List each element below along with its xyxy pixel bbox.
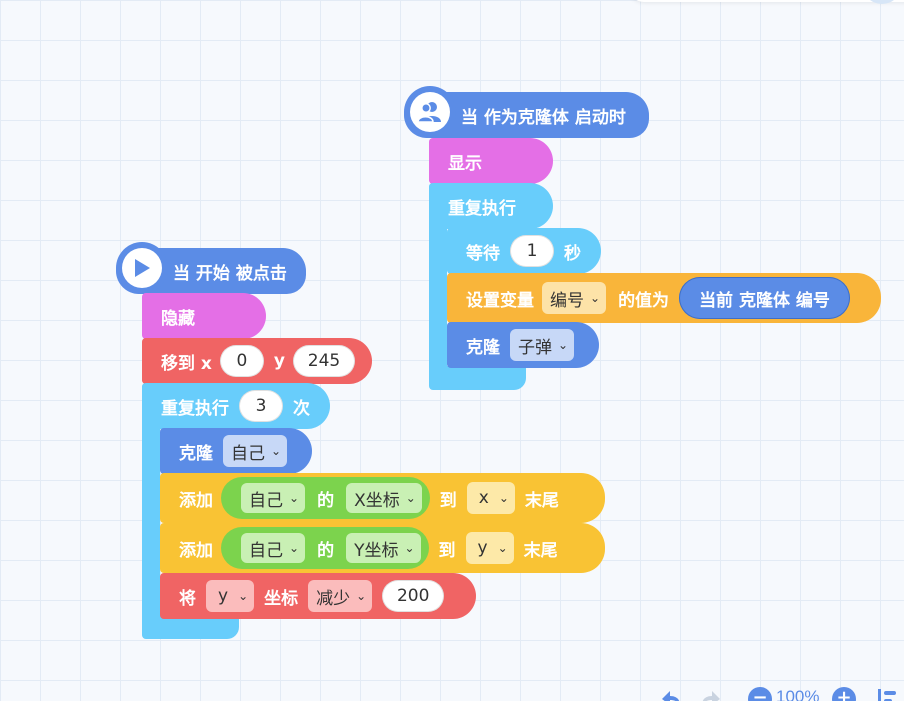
sensing-attr-dropdown[interactable]: X坐标 ⌄ [346, 483, 422, 513]
end-label: 末尾 [524, 490, 559, 511]
set-variable-block[interactable]: 设置变量 编号 ⌄ 的值为 当前 克隆体 编号 [447, 273, 881, 323]
change-coord-block[interactable]: 将 y ⌄ 坐标 减少 ⌄ 200 [160, 573, 476, 619]
add-label: 添加 [179, 490, 213, 511]
zoom-out-icon[interactable]: − [748, 687, 772, 701]
chevron-down-icon: ⌄ [289, 491, 300, 505]
list-dropdown[interactable]: y ⌄ [465, 532, 514, 564]
goto-label: 移到 x [161, 353, 212, 374]
forever-block-header[interactable]: 重复执行 [429, 183, 553, 229]
wait-label: 等待 [466, 243, 500, 264]
axis-dropdown-value: y [218, 586, 229, 606]
wait-block[interactable]: 等待 1 秒 [447, 228, 601, 274]
sensing-object-value: 自己 [249, 490, 283, 511]
chevron-down-icon: ⌄ [558, 338, 569, 352]
sensing-attr-dropdown[interactable]: Y坐标 ⌄ [346, 533, 421, 563]
goto-y-label: y [273, 351, 285, 371]
zoom-in-icon[interactable]: + [832, 687, 856, 701]
chevron-down-icon: ⌄ [356, 589, 367, 603]
chevron-down-icon: ⌄ [238, 589, 249, 603]
op-dropdown[interactable]: 减少 ⌄ [308, 580, 373, 612]
hat-text: 当 作为克隆体 启动时 [461, 107, 626, 128]
chevron-down-icon: ⌄ [590, 291, 601, 305]
sensing-reporter-x[interactable]: 自己 ⌄ 的 X坐标 ⌄ [221, 477, 430, 519]
chevron-down-icon: ⌄ [498, 491, 509, 505]
clone-label: 克隆 [466, 337, 500, 358]
end-label: 末尾 [523, 540, 558, 561]
variable-dropdown-value: 编号 [550, 290, 584, 311]
clone-self-block[interactable]: 克隆 自己 ⌄ [160, 428, 312, 474]
sensing-object-value: 自己 [249, 540, 283, 561]
add-to-list-x-block[interactable]: 添加 自己 ⌄ 的 X坐标 ⌄ 到 x ⌄ 末尾 [160, 473, 605, 523]
sensing-attr-value: Y坐标 [354, 540, 399, 561]
repeat-label: 重复执行 [161, 398, 229, 419]
clone-index-reporter[interactable]: 当前 克隆体 编号 [679, 277, 850, 319]
axis-dropdown[interactable]: y ⌄ [206, 580, 255, 612]
show-label: 显示 [448, 153, 482, 174]
op-dropdown-value: 减少 [316, 588, 351, 609]
goto-x-input[interactable]: 0 [219, 345, 264, 377]
repeat-count-input[interactable]: 3 [239, 390, 283, 422]
clone-target-dropdown[interactable]: 子弹 ⌄ [510, 329, 575, 361]
goto-y-input[interactable]: 245 [292, 345, 355, 377]
list-dropdown-value: x [478, 488, 489, 508]
to-label: 到 [439, 490, 457, 511]
chevron-down-icon: ⌄ [405, 491, 416, 505]
redo-icon[interactable] [698, 685, 724, 701]
green-flag-play-icon [116, 242, 168, 294]
variable-dropdown[interactable]: 编号 ⌄ [542, 282, 607, 314]
clone-label: 克隆 [179, 443, 213, 464]
to-label: 到 [438, 540, 456, 561]
chevron-down-icon: ⌄ [271, 444, 282, 458]
wait-unit: 秒 [564, 243, 581, 264]
clone-self-value: 自己 [231, 443, 265, 464]
clone-bullet-block[interactable]: 克隆 子弹 ⌄ [447, 322, 599, 368]
goto-xy-block[interactable]: 移到 x 0 y 245 [142, 338, 372, 384]
add-label: 添加 [179, 540, 213, 561]
canvas-toolbar: − 100% + [650, 683, 904, 701]
wait-seconds-input[interactable]: 1 [510, 235, 554, 267]
sensing-of-label: 的 [317, 490, 335, 511]
sensing-reporter-y[interactable]: 自己 ⌄ 的 Y坐标 ⌄ [221, 527, 429, 569]
show-block[interactable]: 显示 [429, 138, 553, 184]
add-to-list-y-block[interactable]: 添加 自己 ⌄ 的 Y坐标 ⌄ 到 y ⌄ 末尾 [160, 523, 605, 573]
top-right-circle-button[interactable] [862, 0, 902, 4]
sensing-of-label: 的 [317, 540, 335, 561]
change-label: 将 [179, 588, 196, 609]
zoom-level: 100% [776, 687, 820, 701]
top-right-panel-edge [628, 0, 904, 2]
setvar-label: 设置变量 [466, 290, 534, 311]
list-dropdown-value: y [477, 538, 488, 558]
clone-self-dropdown[interactable]: 自己 ⌄ [223, 435, 288, 467]
chevron-down-icon: ⌄ [497, 541, 508, 555]
hide-block[interactable]: 隐藏 [142, 293, 266, 339]
sensing-attr-value: X坐标 [354, 490, 400, 511]
repeat-suffix: 次 [293, 398, 310, 419]
forever-label: 重复执行 [448, 198, 516, 219]
clone-target-value: 子弹 [518, 337, 552, 358]
undo-icon[interactable] [658, 685, 684, 701]
coord-label: 坐标 [264, 588, 299, 609]
chevron-down-icon: ⌄ [289, 541, 300, 555]
setvar-mid: 的值为 [618, 290, 670, 311]
clone-users-icon [404, 86, 456, 138]
repeat-block-bottom[interactable] [142, 615, 239, 639]
reporter-text: 当前 克隆体 编号 [699, 290, 830, 311]
forever-block-bottom[interactable] [429, 366, 526, 390]
change-value-input[interactable]: 200 [382, 580, 445, 612]
list-dropdown[interactable]: x ⌄ [466, 482, 515, 514]
forever-block-frame[interactable] [429, 183, 447, 373]
repeat-block-frame[interactable] [142, 383, 160, 623]
chevron-down-icon: ⌄ [404, 541, 415, 555]
repeat-block-header[interactable]: 重复执行 3 次 [142, 383, 330, 429]
sensing-object-dropdown[interactable]: 自己 ⌄ [241, 533, 306, 563]
hat-text: 当 开始 被点击 [173, 263, 287, 284]
hide-label: 隐藏 [161, 308, 195, 329]
align-blocks-icon[interactable] [876, 687, 898, 701]
sensing-object-dropdown[interactable]: 自己 ⌄ [241, 483, 306, 513]
